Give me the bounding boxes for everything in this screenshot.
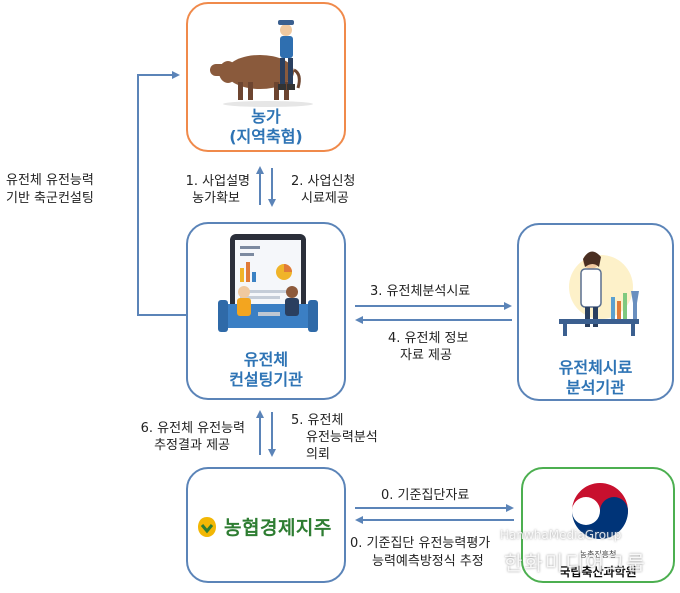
farm-node: 농가 (지역축협) bbox=[186, 2, 346, 152]
scientist-illustration bbox=[559, 251, 639, 336]
edge-0b-label-2: 능력예측방정식 추정 bbox=[372, 554, 484, 569]
left-loop-arrow bbox=[137, 71, 186, 316]
consulting-node: 유전체 컨설팅기관 bbox=[186, 222, 346, 400]
farm-title: 농가 bbox=[251, 107, 281, 126]
edge-3-label: 3. 유전체분석시료 bbox=[370, 284, 471, 299]
edge-5-label-2: 유전능력분석 bbox=[306, 430, 378, 445]
edge-6-label-2: 추정결과 제공 bbox=[154, 438, 230, 453]
nias-subtitle: 농촌진흥청 bbox=[579, 550, 617, 559]
nh-logo-icon bbox=[198, 516, 216, 537]
farm-subtitle: (지역축협) bbox=[229, 127, 303, 146]
edge-2-label-2: 시료제공 bbox=[301, 191, 349, 206]
nh-logo: 농협경제지주 bbox=[196, 513, 332, 540]
nias-node: 농촌진흥청 국립축산과학원 bbox=[521, 467, 675, 583]
edge-4-label-2: 자료 제공 bbox=[400, 348, 452, 363]
edge-4-label-1: 4. 유전체 정보 bbox=[388, 331, 469, 346]
edge-0b-label-1: 0. 기준집단 유전능력평가 bbox=[350, 536, 491, 551]
consulting-title-1: 유전체 bbox=[243, 350, 289, 369]
analysis-node: 유전체시료 분석기관 bbox=[517, 223, 674, 401]
nh-title: 농협경제지주 bbox=[224, 517, 332, 539]
left-loop-label-2: 기반 축군컨설팅 bbox=[6, 191, 94, 206]
watermark-en: HanwhaMediaGroup bbox=[500, 528, 622, 542]
edge-5-label-1: 5. 유전체 bbox=[291, 413, 344, 428]
edge-1-label-2: 농가확보 bbox=[192, 191, 240, 206]
taegeuk-emblem-icon bbox=[572, 483, 628, 539]
watermark-kr: 한화미디어그룹 bbox=[504, 551, 647, 575]
edge-6-label-1: 6. 유전체 유전능력 bbox=[140, 421, 245, 436]
consulting-title-2: 컨설팅기관 bbox=[229, 370, 303, 389]
nh-node: 농협경제지주 bbox=[186, 467, 346, 583]
edge-5-label-3: 의뢰 bbox=[306, 447, 330, 462]
edge-2-label-1: 2. 사업신청 bbox=[291, 174, 356, 189]
consulting-illustration bbox=[218, 234, 318, 332]
analysis-title-2: 분석기관 bbox=[566, 378, 625, 397]
edge-1-label-1: 1. 사업설명 bbox=[185, 174, 250, 189]
analysis-title-1: 유전체시료 bbox=[558, 358, 633, 377]
edge-0a-label: 0. 기준집단자료 bbox=[381, 488, 470, 503]
nias-title: 국립축산과학원 bbox=[559, 565, 637, 579]
left-loop-label-1: 유전체 유전능력 bbox=[6, 173, 94, 188]
farmer-cow-illustration bbox=[210, 20, 313, 107]
